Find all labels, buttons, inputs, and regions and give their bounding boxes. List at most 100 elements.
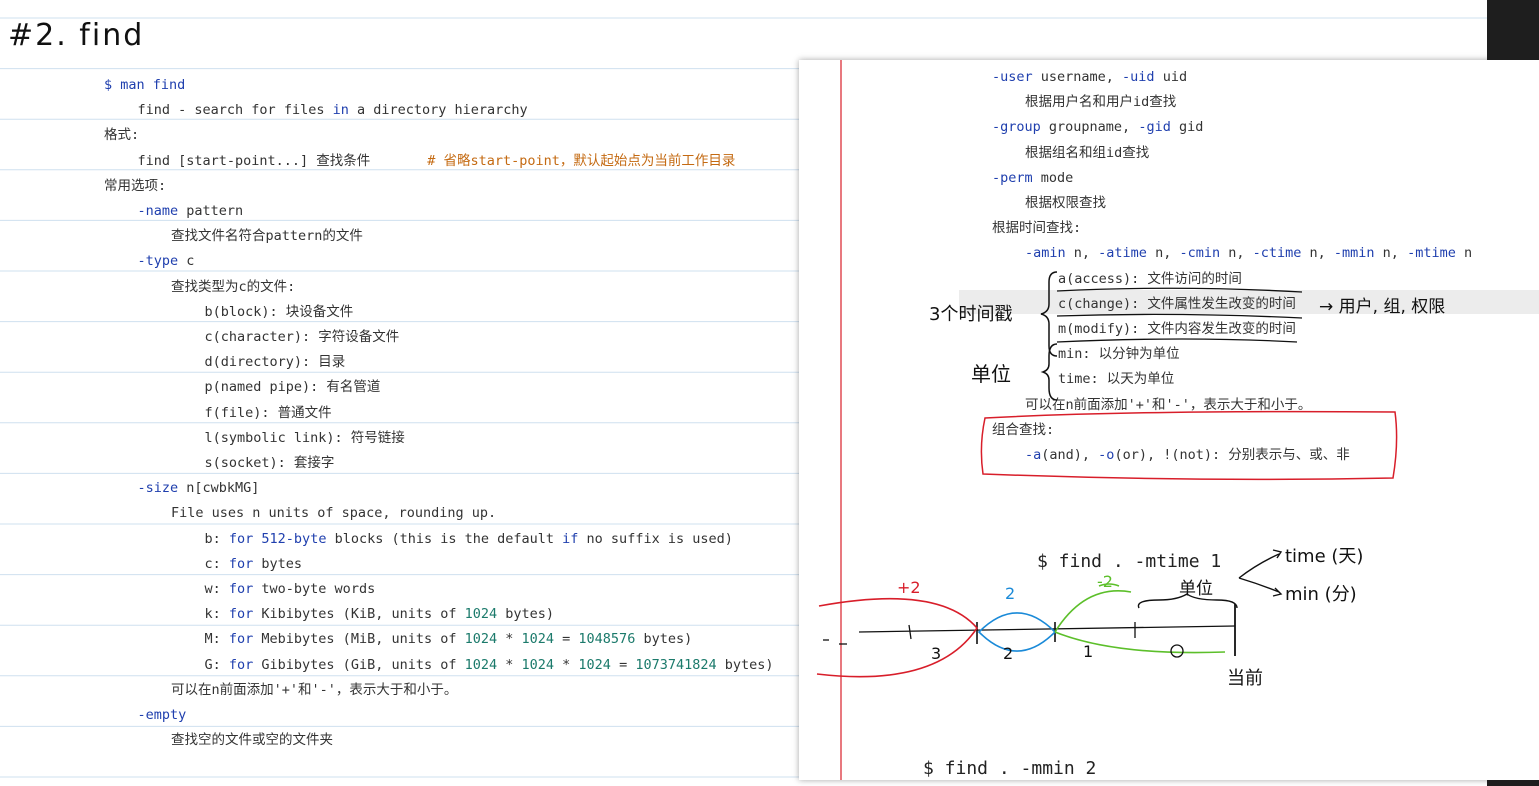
left-note-text: 查找文件名符合pattern的文件 xyxy=(171,228,363,245)
left-note-text: for xyxy=(228,606,254,623)
right-note-line: time: 以天为单位 xyxy=(1058,371,1174,387)
left-note-text: two-byte words xyxy=(253,581,376,597)
left-note-text: * xyxy=(554,656,579,673)
left-note-text: 格式: xyxy=(104,127,140,144)
left-note-text: in xyxy=(332,102,349,119)
left-note-text: Kibibytes (KiB, units of xyxy=(253,606,465,623)
right-note-text: time: 以天为单位 xyxy=(1058,371,1175,388)
left-note-text: a directory hierarchy xyxy=(348,102,528,119)
left-note-line: p(named pipe): 有名管道 xyxy=(205,379,381,395)
annotation-min-minute: min (分) xyxy=(1285,584,1357,605)
annotation-time-day: time (天) xyxy=(1285,546,1364,567)
highlight-change-row xyxy=(959,290,1539,314)
left-note-text: $ man find xyxy=(104,77,186,93)
left-note-text: M: xyxy=(204,631,229,648)
left-note-text: for xyxy=(228,631,254,648)
right-note-text: 根据时间查找: xyxy=(992,220,1082,237)
left-note-line: 可以在n前面添加'+'和'-'，表示大于和小于。 xyxy=(171,682,457,698)
right-note-text: min: 以分钟为单位 xyxy=(1058,346,1180,363)
label-blue-2: 2 xyxy=(1005,584,1016,603)
left-note-line: s(socket): 套接字 xyxy=(205,455,335,471)
left-note-line: 格式: xyxy=(104,127,139,143)
left-note-text: find [start-point...] 查找条件 xyxy=(137,152,428,169)
left-note-text: 1048576 xyxy=(578,631,636,648)
left-note-text: d(directory): 目录 xyxy=(204,354,346,371)
left-note-text: 512-byte xyxy=(261,530,327,547)
left-note-line: -size n[cwbkMG] xyxy=(138,480,260,496)
right-note-text: -user xyxy=(992,69,1033,85)
left-note-text: 1024 xyxy=(464,631,498,648)
right-note-text: groupname, xyxy=(1040,119,1139,136)
right-note-line: a(access): 文件访问的时间 xyxy=(1058,271,1242,287)
left-note-text: c(character): 字符设备文件 xyxy=(204,329,400,345)
left-note-text: if xyxy=(562,530,579,547)
left-note-text: c: xyxy=(204,555,229,572)
right-note-line: -amin n, -atime n, -cmin n, -ctime n, -m… xyxy=(1025,245,1472,261)
window-edge-dark-bottom xyxy=(1487,780,1539,786)
right-note-text: a(access): 文件访问的时间 xyxy=(1058,270,1242,287)
left-note-text: * xyxy=(497,631,522,648)
right-note-text: 组合查找: xyxy=(992,421,1055,438)
right-note-text: -gid xyxy=(1138,119,1171,136)
window-edge-dark xyxy=(1487,0,1539,60)
label-minus2: -2 xyxy=(1097,572,1113,591)
left-note-text: k: xyxy=(204,606,229,623)
left-note-text: 1024 xyxy=(521,656,555,673)
left-note-text: bytes) xyxy=(497,606,555,623)
left-note-line: $ man find xyxy=(104,77,185,93)
right-note-line: -user username, -uid uid xyxy=(992,69,1187,85)
right-note-line: 可以在n前面添加'+'和'-'，表示大于和小于。 xyxy=(1025,397,1311,413)
left-note-text: 1024 xyxy=(464,606,498,623)
right-note-text: -mmin xyxy=(1333,245,1375,262)
left-note-text: for xyxy=(228,555,254,572)
right-note-line: 根据组名和组id查找 xyxy=(1025,145,1149,161)
code-mmin: $ find . -mmin 2 xyxy=(923,758,1097,779)
right-note-text: 根据用户名和用户id查找 xyxy=(1025,94,1177,111)
right-note-text: 可以在n前面添加'+'和'-'，表示大于和小于。 xyxy=(1025,396,1312,413)
left-note-text: p(named pipe): 有名管道 xyxy=(204,379,381,396)
right-note-line: 组合查找: xyxy=(992,422,1054,438)
left-note-text: -type xyxy=(137,253,179,270)
code-mtime: $ find . -mtime 1 xyxy=(1037,551,1222,572)
right-note-text: -ctime xyxy=(1252,245,1302,262)
right-note-line: min: 以分钟为单位 xyxy=(1058,346,1180,362)
left-note-line: 查找文件名符合pattern的文件 xyxy=(171,228,363,244)
right-note-text: n, xyxy=(1301,245,1334,262)
left-note-text: 1024 xyxy=(464,656,498,673)
left-note-line: 查找空的文件或空的文件夹 xyxy=(171,732,333,748)
left-note-text: c xyxy=(178,253,195,270)
left-note-text: -empty xyxy=(137,707,187,723)
left-note-text: l(symbolic link): 符号链接 xyxy=(204,429,405,446)
left-note-text: for xyxy=(251,102,276,119)
right-note-line: -perm mode xyxy=(992,170,1073,186)
left-note-text: * xyxy=(497,656,522,673)
handwriting-layer xyxy=(816,271,1398,678)
right-note-text: m(modify): 文件内容发生改变的时间 xyxy=(1058,321,1296,337)
right-note-line: -a(and), -o(or), !(not): 分别表示与、或、非 xyxy=(1025,447,1350,463)
annotation-change-note: → 用户, 组, 权限 xyxy=(1319,297,1446,317)
left-note-line: k: for Kibibytes (KiB, units of 1024 byt… xyxy=(205,606,555,622)
left-note-line: f(file): 普通文件 xyxy=(205,405,332,421)
right-note-text: -o xyxy=(1098,447,1115,463)
left-note-text: = xyxy=(610,656,636,673)
right-note-text: -atime xyxy=(1098,245,1147,262)
right-note-text: -cmin xyxy=(1179,245,1221,262)
left-note-text: w: xyxy=(204,581,229,597)
left-note-text: n[cwbkMG] xyxy=(178,480,260,497)
right-note-panel[interactable]: -user username, -uid uid 根据用户名和用户id查找 -gro… xyxy=(799,60,1539,780)
right-note-text: -group xyxy=(992,119,1041,136)
left-note-text: 1024 xyxy=(578,656,611,673)
right-note-text: c(change): 文件属性发生改变的时间 xyxy=(1058,295,1296,312)
right-note-text: -perm xyxy=(992,169,1033,186)
right-note-text: -mtime xyxy=(1407,245,1456,262)
left-note-line: find - search for files in a directory h… xyxy=(138,102,528,118)
left-note-line: find [start-point...] 查找条件 # 省略start-poi… xyxy=(138,153,736,169)
right-note-text: (and), xyxy=(1041,447,1099,463)
right-note-text: 根据权限查找 xyxy=(1025,195,1106,211)
left-note-text: -name xyxy=(137,203,179,219)
panel-margin-line xyxy=(840,60,1539,780)
annotation-now: 当前 xyxy=(1227,668,1263,689)
right-note-line: -group groupname, -gid gid xyxy=(992,119,1203,135)
left-note-text: bytes) xyxy=(716,656,774,673)
right-note-text: n, xyxy=(1146,245,1180,262)
